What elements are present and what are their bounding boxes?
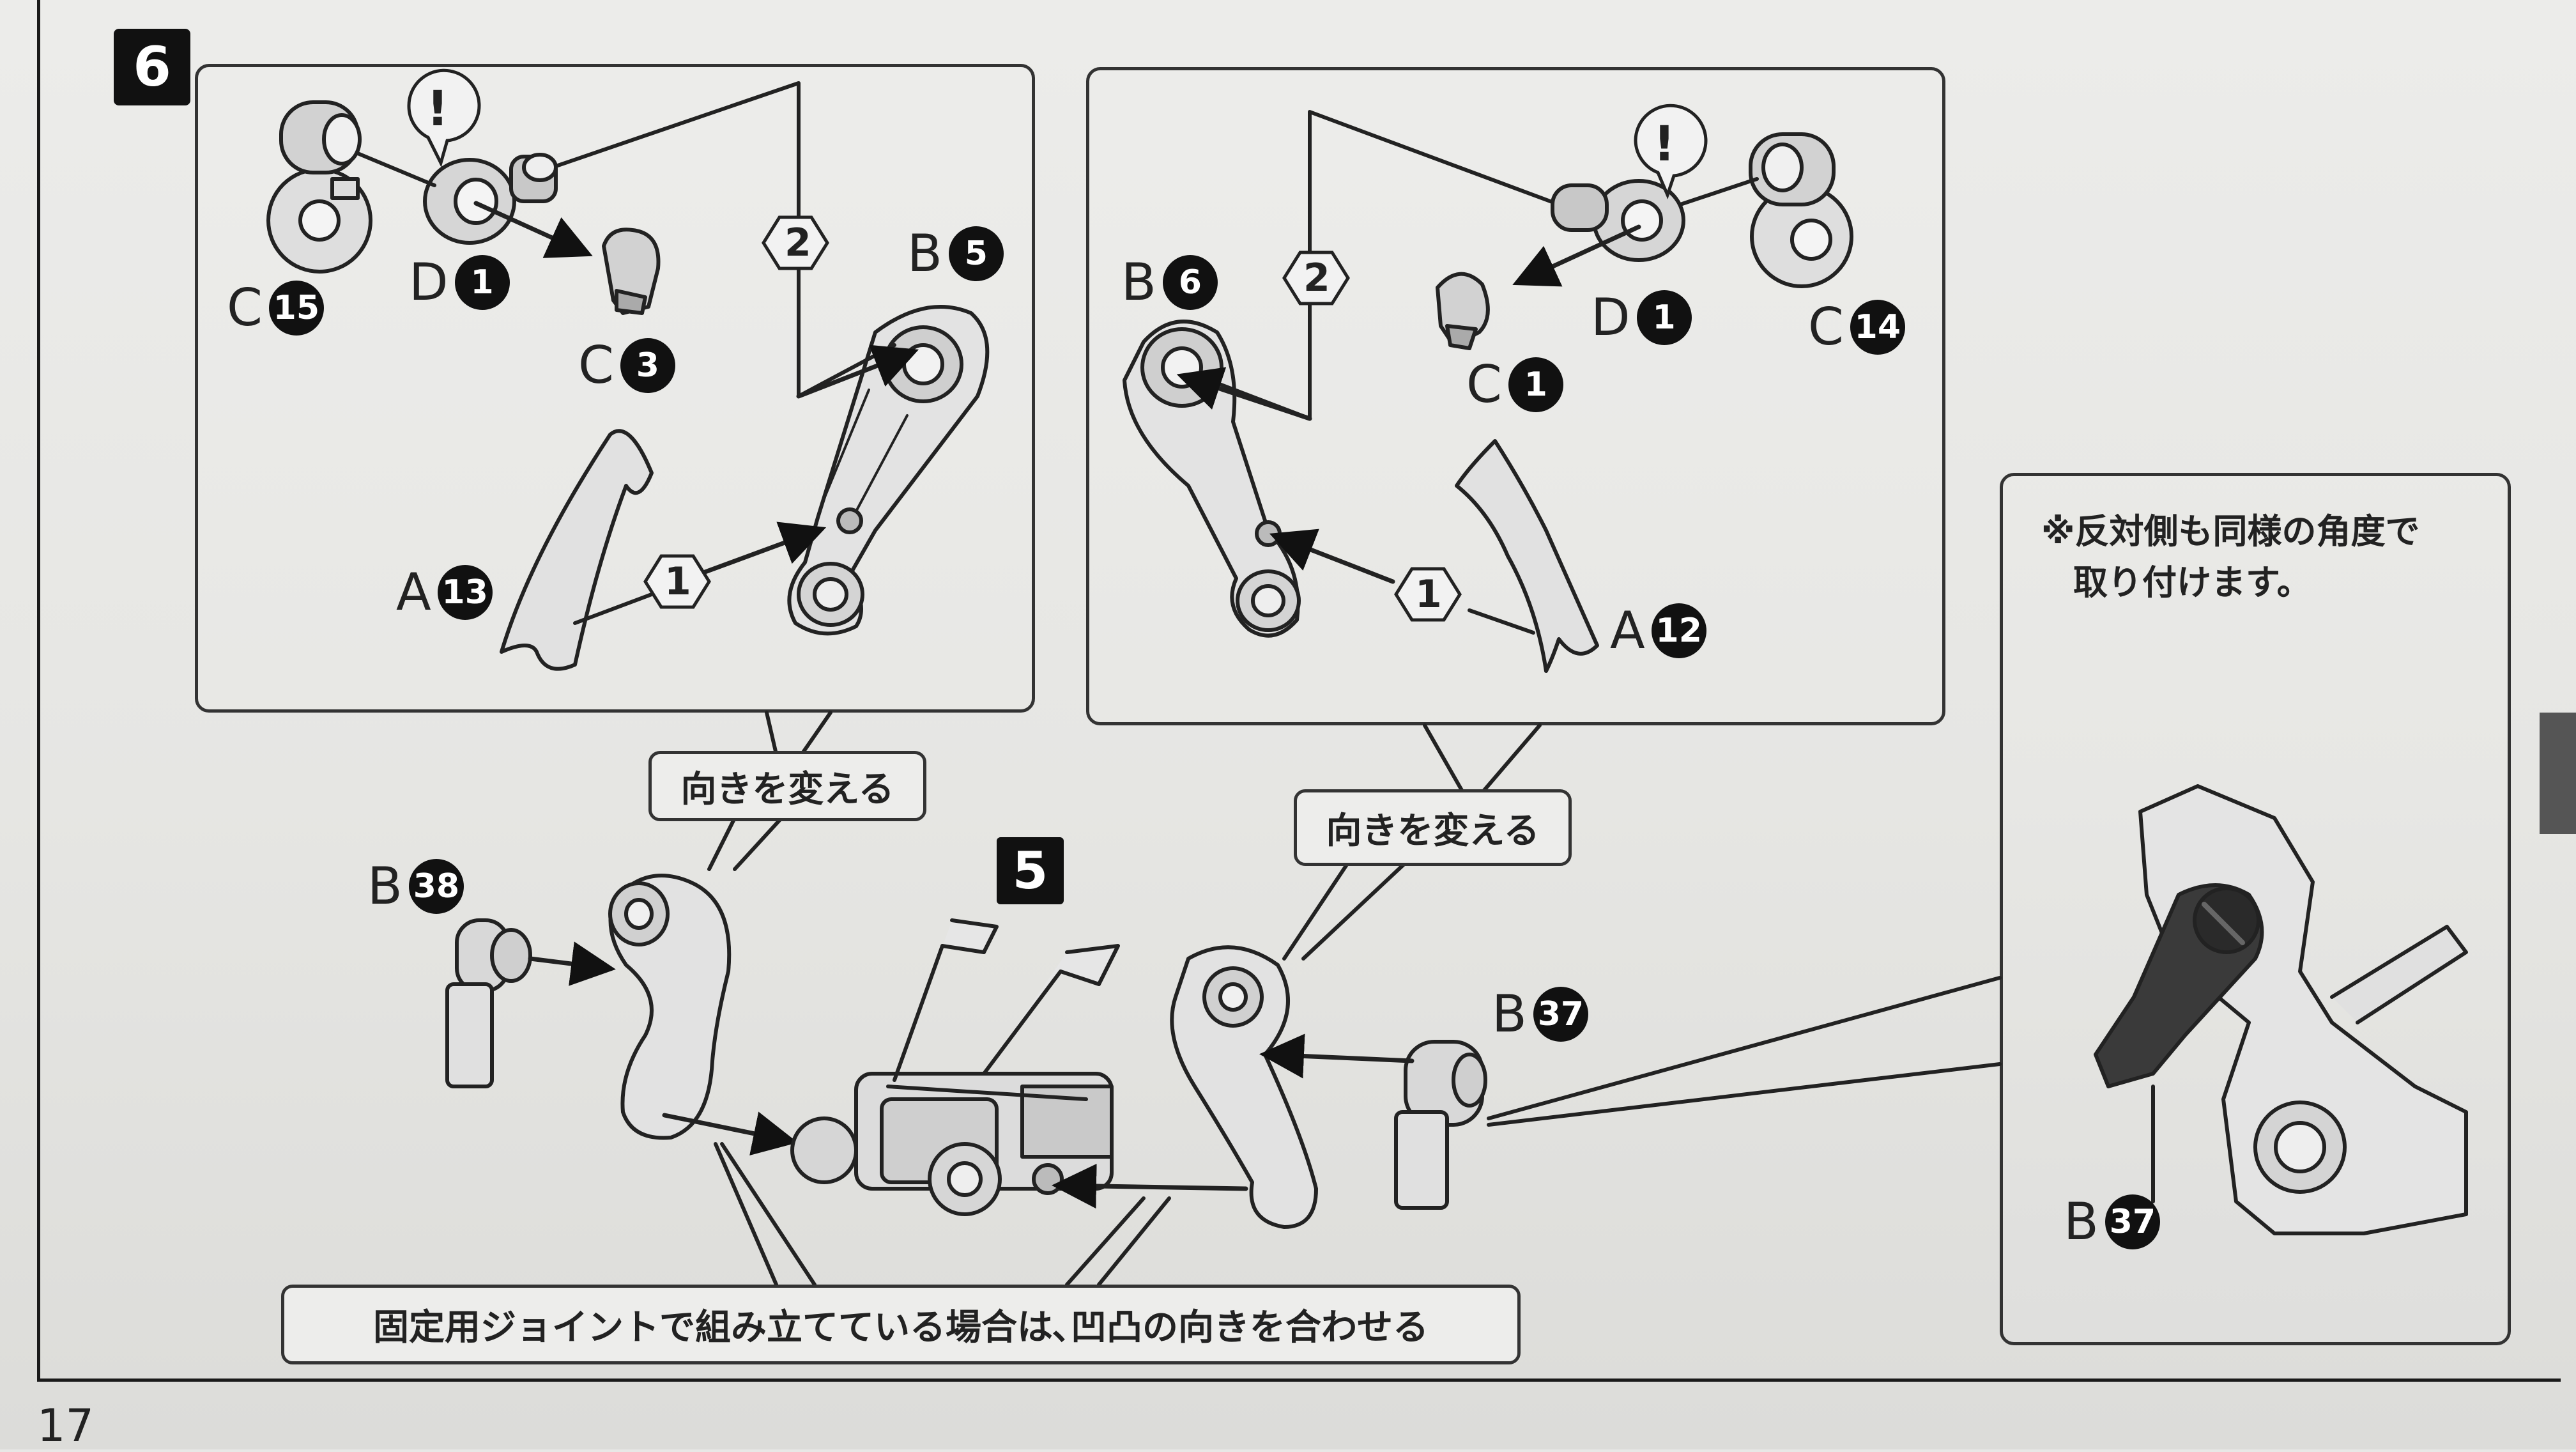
left-elbow-part-drawing <box>608 874 732 1140</box>
order-2-hexagon-right <box>1282 251 1350 305</box>
turn-direction-callout-right: 向きを変える <box>1294 789 1572 866</box>
order-2-hexagon-left <box>762 215 829 270</box>
part-c3-drawing <box>602 228 661 315</box>
order-2-label-right: 2 <box>1303 256 1330 300</box>
angle-note-line-1: ※反対側も同様の角度で <box>2041 511 2420 552</box>
order-1-label-left: 1 <box>664 559 691 604</box>
turn-direction-callout-left: 向きを変える <box>648 751 926 821</box>
warning-bubble-right <box>1634 104 1708 200</box>
part-b5-drawing <box>787 305 990 636</box>
order-1-label-right: 1 <box>1415 572 1442 617</box>
order-1-hexagon-left <box>643 554 711 609</box>
step-number-badge: 6 <box>114 29 190 105</box>
part-b6-drawing <box>1123 320 1301 638</box>
part-d1-right-drawing <box>1551 179 1685 262</box>
part-c1-drawing <box>1436 272 1490 350</box>
part-b37-drawing <box>1394 1040 1487 1210</box>
torso-assembly-drawing <box>790 918 1120 1216</box>
warning-mark-left: ! <box>426 80 449 137</box>
order-2-label-left: 2 <box>785 220 811 265</box>
right-elbow-part-drawing <box>1170 945 1318 1229</box>
part-c14-drawing <box>1749 132 1853 288</box>
joint-alignment-note: 固定用ジョイントで組み立てている場合は､凹凸の向きを合わせる <box>281 1285 1521 1364</box>
order-1-hexagon-right <box>1394 567 1462 622</box>
part-a13-drawing <box>500 429 654 671</box>
page-edge-tab <box>2540 713 2576 834</box>
part-c15-drawing <box>266 100 372 274</box>
part-b38-drawing <box>445 918 532 1088</box>
page-frame <box>37 0 2561 1382</box>
detail-view-drawing <box>2094 784 2468 1235</box>
sub-step-number-badge: 5 <box>997 837 1064 904</box>
part-a12-drawing <box>1455 439 1599 673</box>
warning-bubble-left <box>407 68 481 167</box>
angle-note-line-2: 取り付けます。 <box>2073 562 2312 603</box>
warning-mark-right: ! <box>1653 115 1676 172</box>
page-number: 17 <box>37 1400 95 1452</box>
